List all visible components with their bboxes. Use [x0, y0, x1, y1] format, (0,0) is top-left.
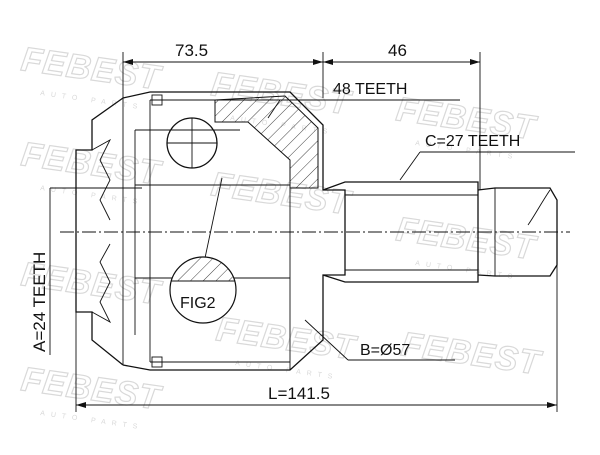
dimension-total-length: L=141.5	[75, 265, 558, 412]
outer-teeth-label: 48 TEETH	[333, 81, 407, 98]
callout-diameter: B=Ø57	[304, 319, 455, 361]
stub-length-label: 46	[388, 41, 407, 60]
fig2-label: FIG2	[180, 295, 216, 312]
stub-teeth-label: C=27 TEETH	[425, 133, 520, 150]
dimension-housing-length: 73.5	[122, 41, 324, 98]
housing	[122, 91, 346, 371]
stub-shaft	[322, 181, 558, 283]
total-length-label: L=141.5	[268, 384, 330, 403]
callout-inner-teeth: A=24 TEETH	[30, 187, 142, 355]
housing-length-label: 73.5	[175, 41, 208, 60]
fig2-detail: FIG2	[169, 177, 237, 324]
watermark-brand: FEBEST	[399, 325, 545, 382]
callout-stub-teeth: C=27 TEETH	[399, 133, 575, 181]
diameter-label: B=Ø57	[360, 342, 410, 359]
boot	[75, 97, 124, 366]
dimension-stub-length: 46	[323, 41, 481, 190]
watermark-brand: FEBEST	[209, 165, 355, 222]
inner-teeth-label: A=24 TEETH	[30, 252, 49, 352]
